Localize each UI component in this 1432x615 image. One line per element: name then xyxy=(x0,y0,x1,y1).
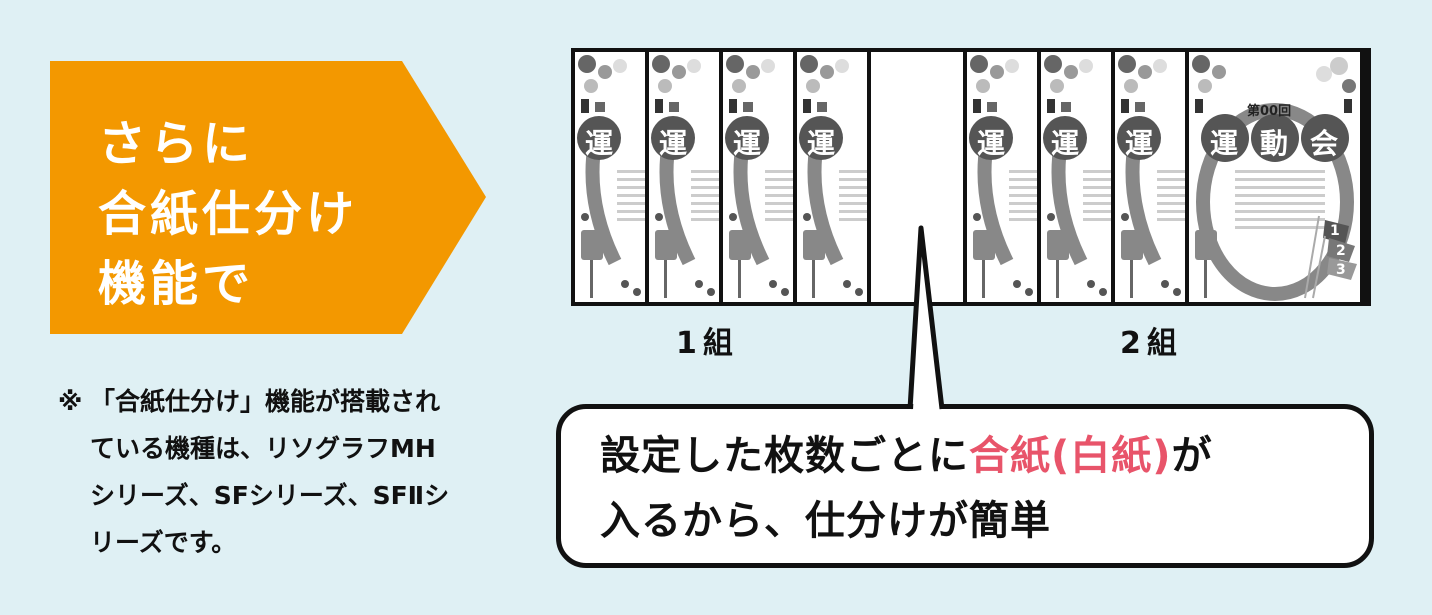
flag-number: 1 xyxy=(1330,223,1340,239)
banner-line: 合紙仕分け xyxy=(98,186,359,242)
message-highlight: 合紙(白紙) xyxy=(969,433,1172,479)
front-printed-sheet: 第00回 運 動 会 1 2 3 xyxy=(1189,52,1360,302)
speech-bubble xyxy=(556,404,1374,568)
sports-day-poster-icon xyxy=(1043,55,1111,298)
message-text: 設定した枚数ごとに xyxy=(600,433,969,479)
message-text: が xyxy=(1171,433,1213,479)
bubble-message: 設定した枚数ごとに合紙(白紙)が 入るから、仕分けが簡単 xyxy=(600,424,1213,554)
footnote-line: 「合紙仕分け」機能が搭載され xyxy=(90,387,441,416)
printed-sheet: 運 xyxy=(575,52,645,302)
message-text: 入るから、仕分けが簡単 xyxy=(600,498,1051,544)
sports-day-poster-icon xyxy=(725,55,793,298)
title-char: 運 xyxy=(733,127,762,160)
blank-separator-sheet xyxy=(871,52,963,302)
edition-label: 第00回 xyxy=(1247,104,1292,119)
banner-heading: さらに 合紙仕分け 機能で xyxy=(98,109,358,319)
sports-day-poster-icon xyxy=(1192,55,1357,301)
reference-mark: ※ xyxy=(58,387,83,416)
printed-sheet: 運 xyxy=(967,52,1037,302)
title-char: 会 xyxy=(1310,127,1339,160)
feature-banner: さらに 合紙仕分け 機能で xyxy=(50,61,490,334)
title-char: 運 xyxy=(585,127,614,160)
sports-day-poster-icon xyxy=(799,55,867,298)
group-label-2: 2組 xyxy=(1120,326,1183,361)
title-char: 運 xyxy=(977,127,1006,160)
footnote: ※ 「合紙仕分け」機能が搭載され ている機種は、リソグラフMH シリーズ、SFシ… xyxy=(58,378,528,566)
printed-sheet: 運 xyxy=(649,52,719,302)
paper-stack-illustration: 運 運 運 xyxy=(571,48,1371,306)
printed-sheet: 運 xyxy=(797,52,867,302)
title-char: 運 xyxy=(1051,127,1080,160)
title-char: 動 xyxy=(1260,127,1289,160)
title-char: 運 xyxy=(1210,127,1239,160)
banner-line: さらに xyxy=(98,116,255,172)
banner-line: 機能で xyxy=(98,256,255,312)
sports-day-poster-icon xyxy=(651,55,719,298)
title-char: 運 xyxy=(807,127,836,160)
sports-day-poster-icon xyxy=(577,55,645,298)
group-label-1: 1組 xyxy=(676,326,739,361)
title-char: 運 xyxy=(1125,127,1154,160)
printed-sheet: 運 xyxy=(1041,52,1111,302)
title-char: 運 xyxy=(659,127,688,160)
sports-day-poster-icon xyxy=(969,55,1037,298)
sports-day-poster-icon xyxy=(1117,55,1185,298)
printed-sheet: 運 xyxy=(723,52,793,302)
footnote-line: ている機種は、リソグラフMH xyxy=(90,434,436,463)
footnote-line: リーズです。 xyxy=(90,528,237,557)
footnote-line: シリーズ、SFシリーズ、SFⅡシ xyxy=(90,481,450,510)
flag-number: 3 xyxy=(1336,262,1346,278)
flag-number: 2 xyxy=(1336,243,1346,259)
printed-sheet: 運 xyxy=(1115,52,1185,302)
arrow-shape-icon xyxy=(50,61,486,334)
